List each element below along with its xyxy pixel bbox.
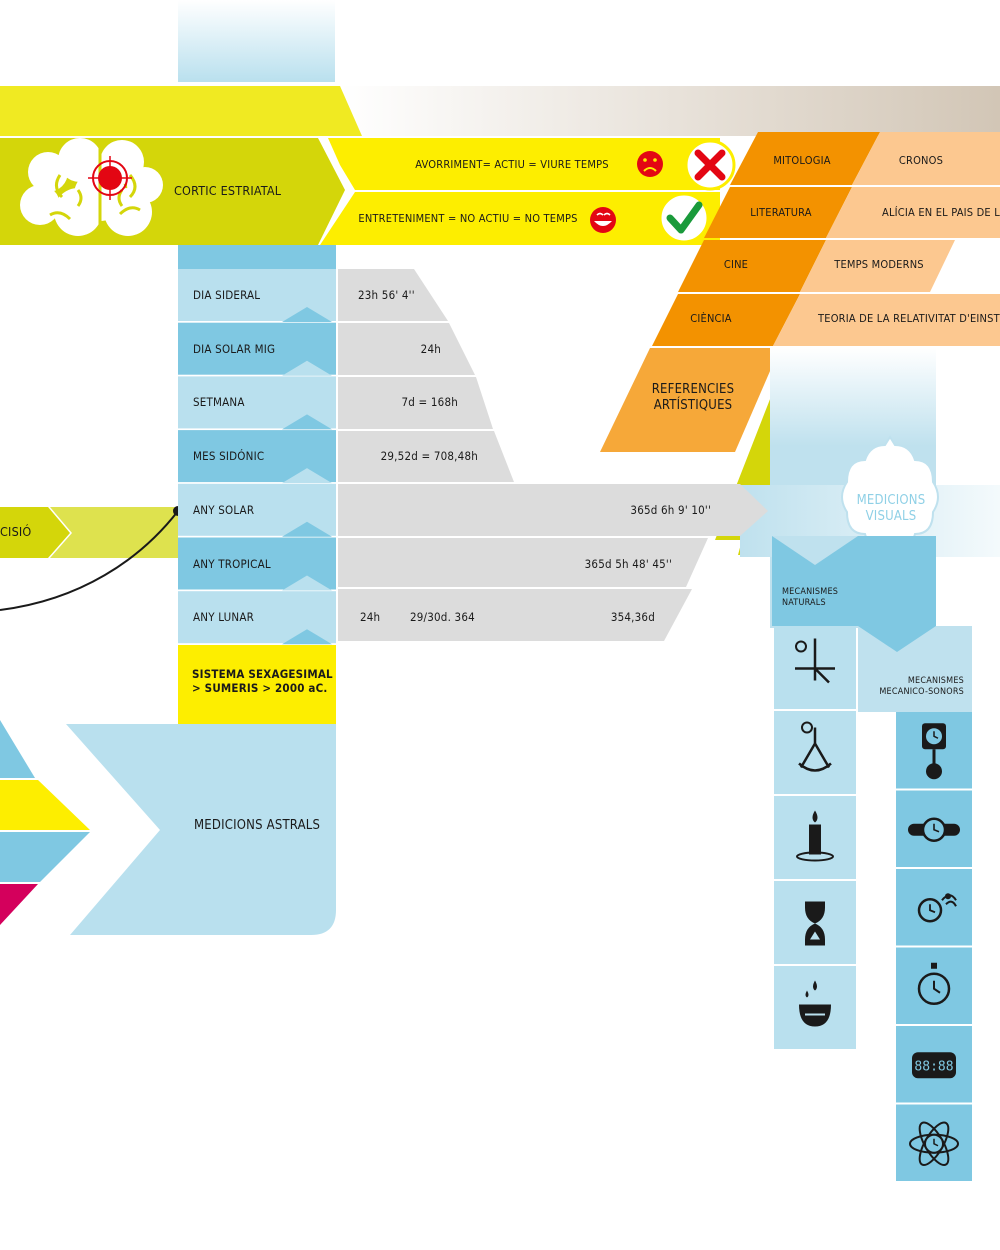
value-bar-7: [338, 589, 692, 641]
digital-clock-display: 88:88: [914, 1059, 953, 1074]
visual-label: MEDICIONS VISUALS: [856, 493, 926, 525]
ref-work-1: ALÍCIA EN EL PAIS DE L: [882, 206, 1000, 219]
value-bars: [338, 269, 768, 641]
mechanical-title: MECANISMES MECANICO-SONORS: [879, 676, 964, 698]
measure-name-1: DIA SOLAR MIG: [193, 341, 276, 356]
digital-clock-icon: [912, 1052, 956, 1079]
left-arrow-blue-1: [0, 720, 35, 778]
cortic-label: CORTIC ESTRIATAL: [174, 183, 282, 198]
statement-boredom: AVORRIMENT= ACTIU = VIURE TEMPS: [415, 158, 609, 171]
value-bar-1: [338, 269, 448, 321]
ref-category-2: CINE: [723, 258, 749, 271]
measure-value-2-0: 7d = 168h: [401, 395, 458, 410]
measure-notch-1: [282, 360, 332, 376]
ref-work-2: TEMPS MODERNS: [834, 258, 924, 271]
mechanical-notch: [858, 626, 936, 652]
measure-name-6: ANY LUNAR: [193, 610, 254, 625]
statement-entertainment: ENTRETENIMENT = NO ACTIU = NO TEMPS: [358, 212, 578, 225]
sundial-icon: [795, 638, 835, 684]
left-arrow-magenta: [0, 884, 38, 925]
sexagesimal-text: SISTEMA SEXAGESIMAL > SUMERIS > 2000 aC.: [192, 667, 333, 696]
measure-value-5-0: 365d 5h 48' 45'': [584, 556, 672, 571]
statement-bar-2: [320, 192, 720, 245]
left-tag-label: CISIÓ: [0, 524, 32, 539]
ref-category-0: MITOLOGIA: [773, 154, 831, 167]
hourglass-icon: [805, 901, 825, 946]
measure-notch-0: [282, 307, 332, 322]
natural-header: [772, 536, 858, 626]
measure-name-3: MES SIDÓNIC: [193, 449, 265, 464]
sexagesimal-box: [178, 645, 336, 750]
left-arrow-yellow: [0, 780, 90, 830]
value-bar-4: [338, 431, 514, 482]
measure-name-5: ANY TROPICAL: [193, 556, 271, 571]
water-clock-icon: [799, 980, 831, 1027]
stopwatch-icon: [917, 962, 951, 1005]
measure-notch-5: [282, 575, 332, 591]
happy-face-icon: [590, 207, 616, 233]
measure-value-1-0: 24h: [420, 341, 441, 356]
mechanical-header: [858, 626, 972, 712]
ref-work-0: CRONOS: [898, 154, 944, 167]
cross-icon: [684, 139, 736, 191]
astral-label: MEDICIONS ASTRALS: [194, 818, 321, 833]
astral-arrow: [66, 724, 336, 935]
value-bar-3: [338, 377, 493, 429]
alarm-clock-icon: [917, 893, 957, 923]
ref-category-3: CIÈNCIA: [690, 312, 732, 325]
ref-category-1: LITERATURA: [750, 206, 812, 219]
left-arrow-blue-2: [0, 832, 90, 882]
measure-value-6-2: 354,36d: [610, 610, 655, 625]
measure-value-3-0: 29,52d = 708,48h: [380, 449, 478, 464]
left-tag-1: [0, 507, 70, 558]
natural-title: MECANISMES NATURALS: [782, 587, 839, 609]
measure-notch-4: [282, 521, 332, 537]
natural-column: [774, 626, 856, 1049]
references-title: REFERENCIES ARTÍSTIQUES: [651, 382, 735, 414]
candle-clock-icon: [796, 810, 834, 862]
natural-notch: [772, 536, 858, 565]
sad-face-icon: [637, 151, 663, 177]
measure-value-6-1: 29/30d. 364: [410, 610, 475, 625]
measure-notch-3: [282, 468, 332, 484]
brain-icon: [20, 138, 163, 240]
measure-value-4-0: 365d 6h 9' 10'': [630, 502, 711, 517]
measure-value-0-0: 23h 56' 4'': [358, 288, 415, 302]
measure-name-4: ANY SOLAR: [193, 502, 255, 517]
natural-header-right: [858, 536, 936, 626]
measure-value-6-0: 24h: [360, 610, 381, 625]
top-band: [340, 86, 1000, 136]
check-icon: [658, 192, 710, 244]
ref-work-3: TEORIA DE LA RELATIVITAT D'EINST: [818, 312, 1000, 325]
natural-cell-1: [774, 711, 856, 794]
mechanical-column: 88:88: [896, 712, 972, 1181]
measure-top-cap: [178, 245, 336, 269]
measure-notch-6: [282, 629, 332, 645]
value-bar-5: [338, 484, 768, 536]
measure-name-2: SETMANA: [193, 395, 245, 410]
pendulum-clock-icon: [922, 723, 946, 780]
connector-line: [0, 510, 179, 611]
measure-notch-2: [282, 414, 332, 430]
measure-column: [178, 245, 336, 645]
mechanical-cell-2: [896, 869, 972, 946]
atomic-clock-icon: [909, 1121, 959, 1167]
measure-name-0: DIA SIDERAL: [193, 288, 261, 302]
value-bar-2: [338, 323, 475, 375]
top-yellow-band: [0, 86, 362, 136]
value-bar-6: [338, 538, 708, 587]
top-stub: [178, 0, 335, 82]
statement-bar-1: [328, 138, 720, 190]
balance-clock-icon: [908, 817, 960, 842]
target-icon: [88, 156, 132, 200]
pendulum-icon: [798, 721, 832, 772]
